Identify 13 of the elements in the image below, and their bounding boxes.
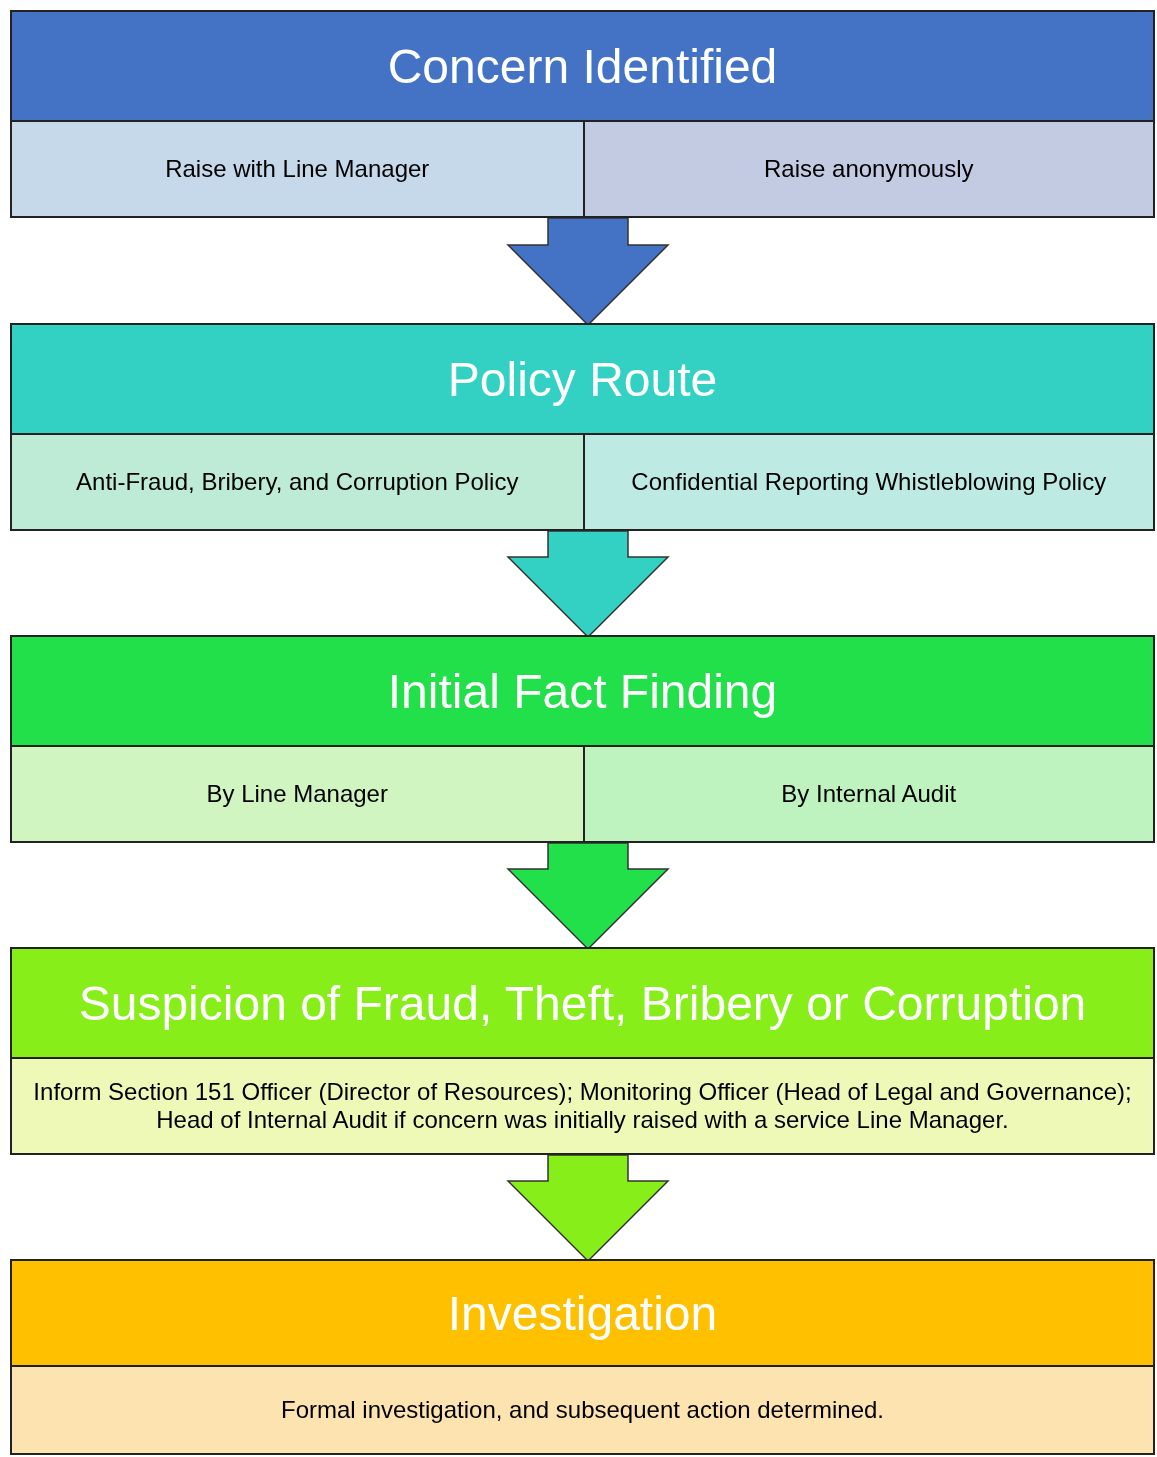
stage-panel [10, 10, 1155, 218]
option-box: By Internal Audit [582, 747, 1153, 841]
stage-heading: Policy Route [12, 325, 1153, 435]
stage-heading: Suspicion of Fraud, Theft, Bribery or Corruption [12, 949, 1153, 1059]
option-box: Confidential Reporting Whistleblowing Policy [582, 435, 1153, 529]
stage-panel [10, 1259, 1155, 1455]
stage-heading: Concern Identified [12, 12, 1153, 122]
stage-heading: Investigation [12, 1261, 1153, 1367]
stage-heading: Initial Fact Finding [12, 637, 1153, 747]
option-box: Raise anonymously [582, 122, 1153, 216]
stage-panel [10, 635, 1155, 843]
stage-panel [10, 947, 1155, 1155]
stage-panel [10, 323, 1155, 531]
